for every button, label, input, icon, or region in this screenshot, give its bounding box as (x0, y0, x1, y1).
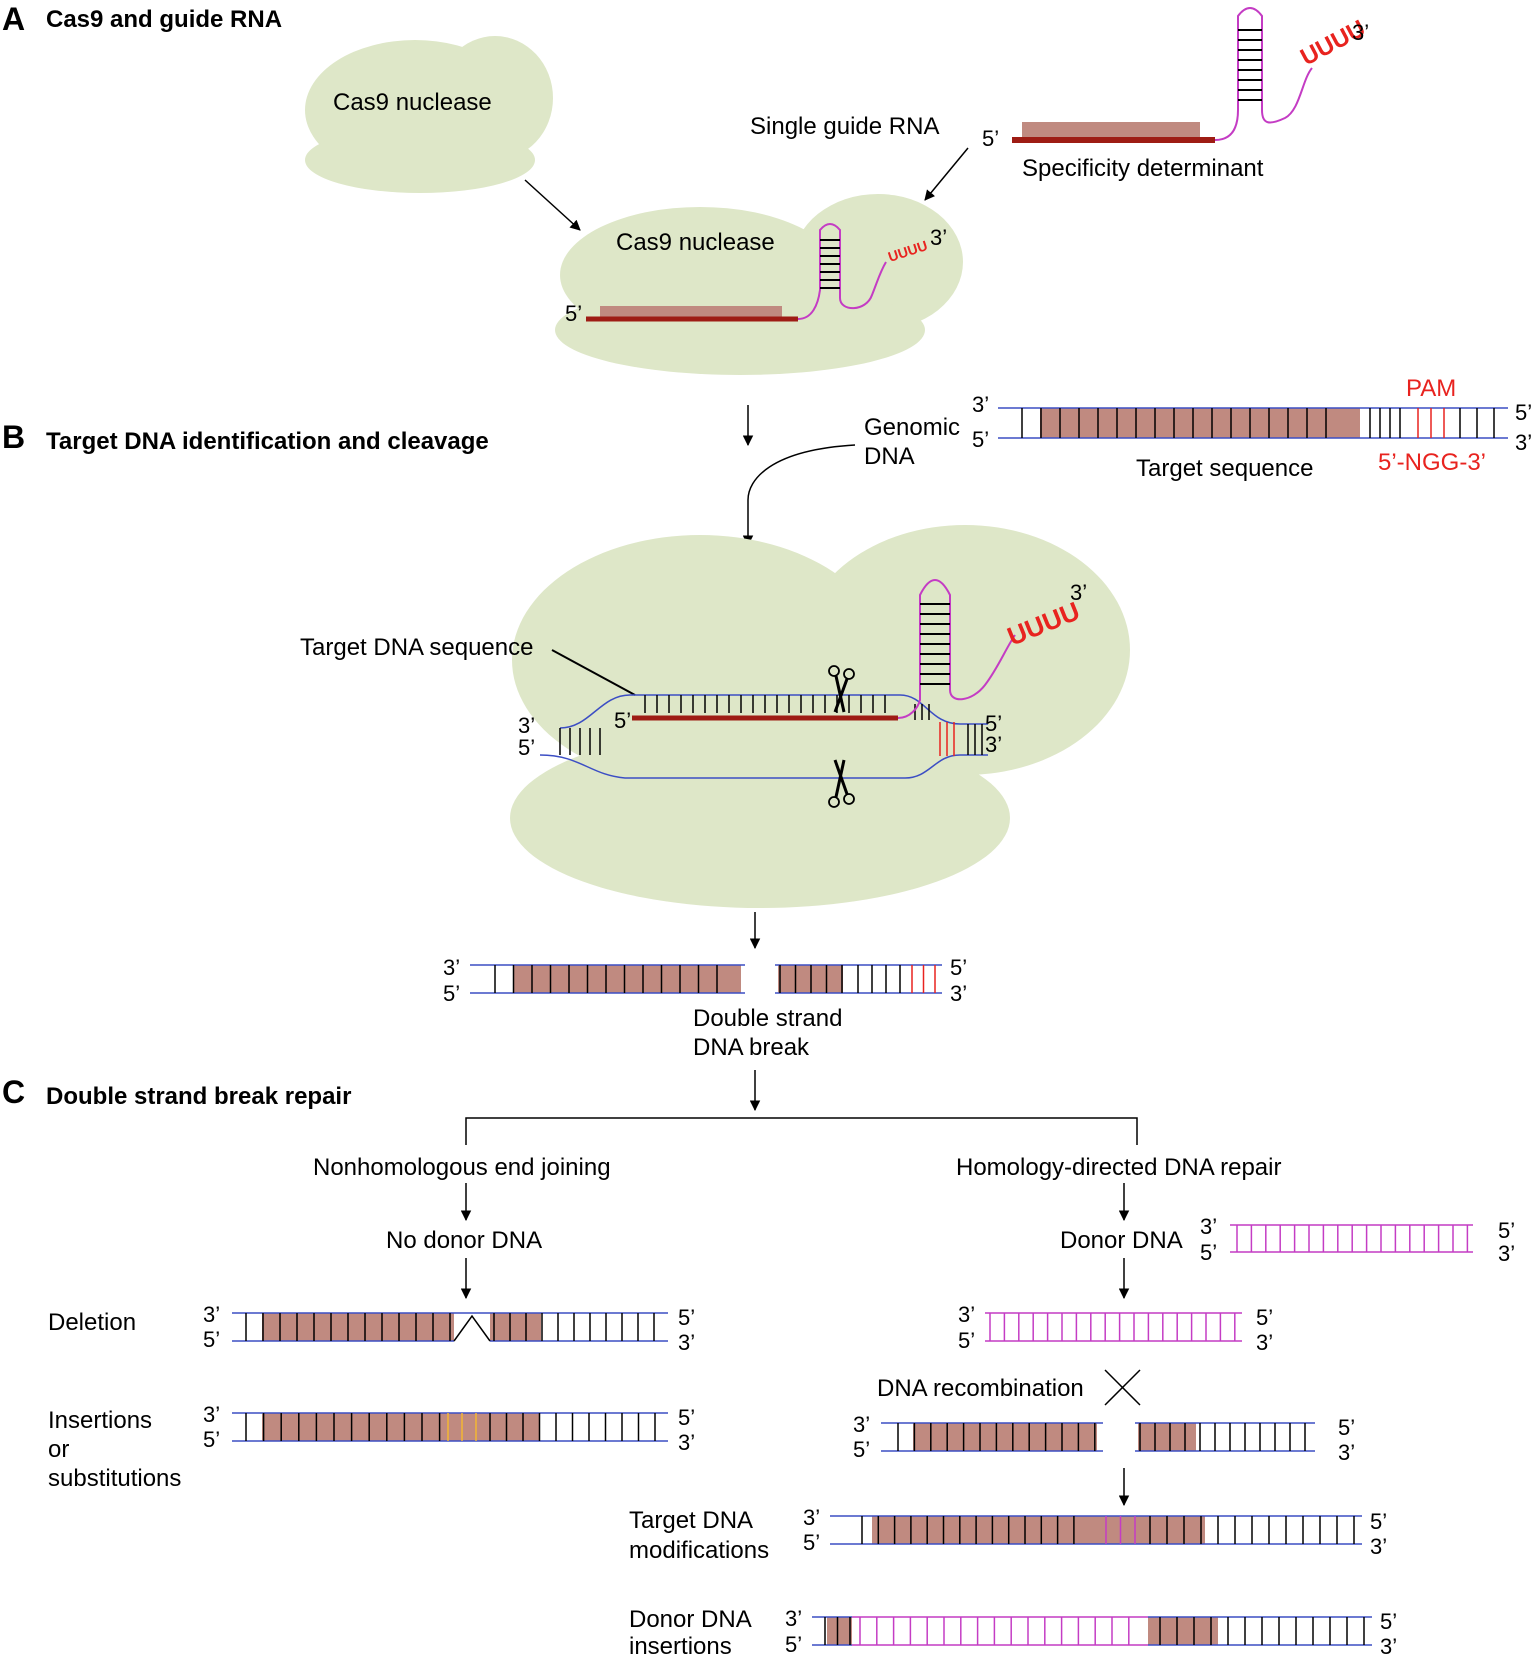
cas9-sgrna-complex: Cas9 nuclease 5’ UUUU 3’ (555, 194, 963, 375)
sgrna-5prime: 5’ (982, 126, 999, 151)
donor-aligned: 3’ 5’ 5’ 3’ (958, 1302, 1273, 1355)
target-mod-duplex: Target DNA modifications 3’ 5’ 5’ 3’ (629, 1505, 1387, 1564)
big-left-3prime: 3’ (518, 713, 535, 738)
ins-5prime: 5’ (203, 1427, 220, 1452)
scissors-icon (828, 665, 855, 713)
donor2-3prime: 3’ (958, 1302, 975, 1327)
big-right-5prime: 5’ (985, 711, 1002, 736)
deletion-label: Deletion (48, 1309, 136, 1336)
tm-5prime: 5’ (803, 1530, 820, 1555)
genomic-label: Genomic (864, 414, 960, 441)
sgrna-3prime: 3’ (1352, 20, 1369, 45)
donor-ins-duplex: Donor DNA insertions 3’ 5’ 5’ 3’ (629, 1606, 1397, 1657)
section-b-letter: B (2, 419, 25, 455)
hdrb-right-5prime: 5’ (1338, 1415, 1355, 1440)
target-mod-label-2: modifications (629, 1537, 769, 1564)
section-a-title: Cas9 and guide RNA (46, 6, 282, 33)
sgrna-free: Single guide RNA 5’ UUUU 3’ Specificity … (750, 7, 1370, 182)
section-c-letter: C (2, 1074, 25, 1110)
dsb-duplex: 3’ 5’ 5’ 3’ Double strand DNA break (443, 955, 967, 1061)
cas9-target-complex: Target DNA sequence 5’ UUUU 3’ 3’ 5’ 5’ … (300, 525, 1130, 908)
donor-ins-label-2: insertions (629, 1633, 732, 1657)
tm-right-3prime: 3’ (1370, 1534, 1387, 1559)
ngg-label: 5’-NGG-3’ (1378, 449, 1486, 476)
genomic-top-5prime: 5’ (1515, 400, 1532, 425)
specificity-label: Specificity determinant (1022, 155, 1264, 182)
del-right-5prime: 5’ (678, 1305, 695, 1330)
hdrb-3prime: 3’ (853, 1412, 870, 1437)
hdrb-right-3prime: 3’ (1338, 1440, 1355, 1465)
section-a-letter: A (2, 1, 25, 37)
complex-5prime: 5’ (565, 301, 582, 326)
insertions-label: Insertions (48, 1407, 152, 1434)
or-label: or (48, 1436, 69, 1463)
dsb-right-3prime: 3’ (950, 981, 967, 1006)
target-dna-label: Target DNA sequence (300, 634, 533, 661)
di-right-5prime: 5’ (1380, 1609, 1397, 1634)
recombination-label: DNA recombination (877, 1375, 1084, 1402)
substitutions-label: substitutions (48, 1465, 181, 1492)
donor-dna: 3’ 5’ 5’ 3’ (1200, 1214, 1515, 1266)
del-3prime: 3’ (203, 1302, 220, 1327)
section-b: B Target DNA identification and cleavage… (2, 375, 1532, 1112)
crossover-icon (1104, 1369, 1141, 1406)
donor2-5prime: 5’ (958, 1328, 975, 1353)
target-mod-label: Target DNA (629, 1507, 753, 1534)
hdrb-5prime: 5’ (853, 1437, 870, 1462)
cas9-label: Cas9 nuclease (333, 89, 492, 116)
scissors-icon (828, 759, 855, 808)
cas9-protein-free: Cas9 nuclease (305, 36, 553, 193)
pam-label: PAM (1406, 375, 1456, 402)
tm-right-5prime: 5’ (1370, 1509, 1387, 1534)
insertion-duplex: Insertions or substitutions 3’ 5’ 5’ 3’ (48, 1402, 695, 1492)
dsb-left-3prime: 3’ (443, 955, 460, 980)
di-5prime: 5’ (785, 1632, 802, 1657)
genomic-dna-duplex: 3’ 5’ PAM 5’ 3’ Target sequence 5’-NGG-3… (972, 375, 1532, 482)
ins-3prime: 3’ (203, 1402, 220, 1427)
ins-right-5prime: 5’ (678, 1405, 695, 1430)
donor-ins-label: Donor DNA (629, 1606, 752, 1633)
big-left-5prime: 5’ (518, 735, 535, 760)
genomic-label-2: DNA (864, 443, 915, 470)
section-c: C Double strand break repair Nonhomologo… (2, 1074, 1515, 1657)
ins-right-3prime: 3’ (678, 1430, 695, 1455)
section-c-title: Double strand break repair (46, 1083, 351, 1110)
del-5prime: 5’ (203, 1327, 220, 1352)
dsb-left-5prime: 5’ (443, 981, 460, 1006)
sgrna-label: Single guide RNA (750, 113, 939, 140)
tm-3prime: 3’ (803, 1505, 820, 1530)
dsb-label-2: DNA break (693, 1034, 810, 1061)
donor-bot-3prime: 3’ (1498, 1241, 1515, 1266)
donor2-5prime-r: 5’ (1256, 1305, 1273, 1330)
di-3prime: 3’ (785, 1606, 802, 1631)
genomic-bot-5prime: 5’ (972, 427, 989, 452)
donor-top-3prime: 3’ (1200, 1214, 1217, 1239)
no-donor-label: No donor DNA (386, 1227, 542, 1254)
section-a: A Cas9 and guide RNA Cas9 nuclease Singl… (2, 1, 1370, 447)
hdr-label: Homology-directed DNA repair (956, 1154, 1281, 1181)
donor-top-5prime: 5’ (1498, 1218, 1515, 1243)
section-b-title: Target DNA identification and cleavage (46, 428, 489, 455)
hdr-broken-duplex: 3’ 5’ 5’ 3’ (853, 1412, 1355, 1465)
del-right-3prime: 3’ (678, 1330, 695, 1355)
target-guide-3prime: 3’ (1070, 580, 1087, 605)
donor-label: Donor DNA (1060, 1227, 1183, 1254)
big-right-3prime: 3’ (985, 732, 1002, 757)
dsb-label: Double strand (693, 1005, 842, 1032)
complex-cas9-label: Cas9 nuclease (616, 229, 775, 256)
nhej-label: Nonhomologous end joining (313, 1154, 611, 1181)
donor2-3prime-r: 3’ (1256, 1330, 1273, 1355)
complex-3prime: 3’ (930, 225, 947, 250)
dsb-right-5prime: 5’ (950, 955, 967, 980)
donor-bot-5prime: 5’ (1200, 1240, 1217, 1265)
deletion-duplex: Deletion 3’ 5’ 5’ 3’ (48, 1302, 695, 1355)
target-sequence-label: Target sequence (1136, 455, 1313, 482)
genomic-top-3prime: 3’ (972, 392, 989, 417)
di-right-3prime: 3’ (1380, 1634, 1397, 1657)
genomic-bot-3prime: 3’ (1515, 430, 1532, 455)
guide-5prime: 5’ (614, 708, 631, 733)
